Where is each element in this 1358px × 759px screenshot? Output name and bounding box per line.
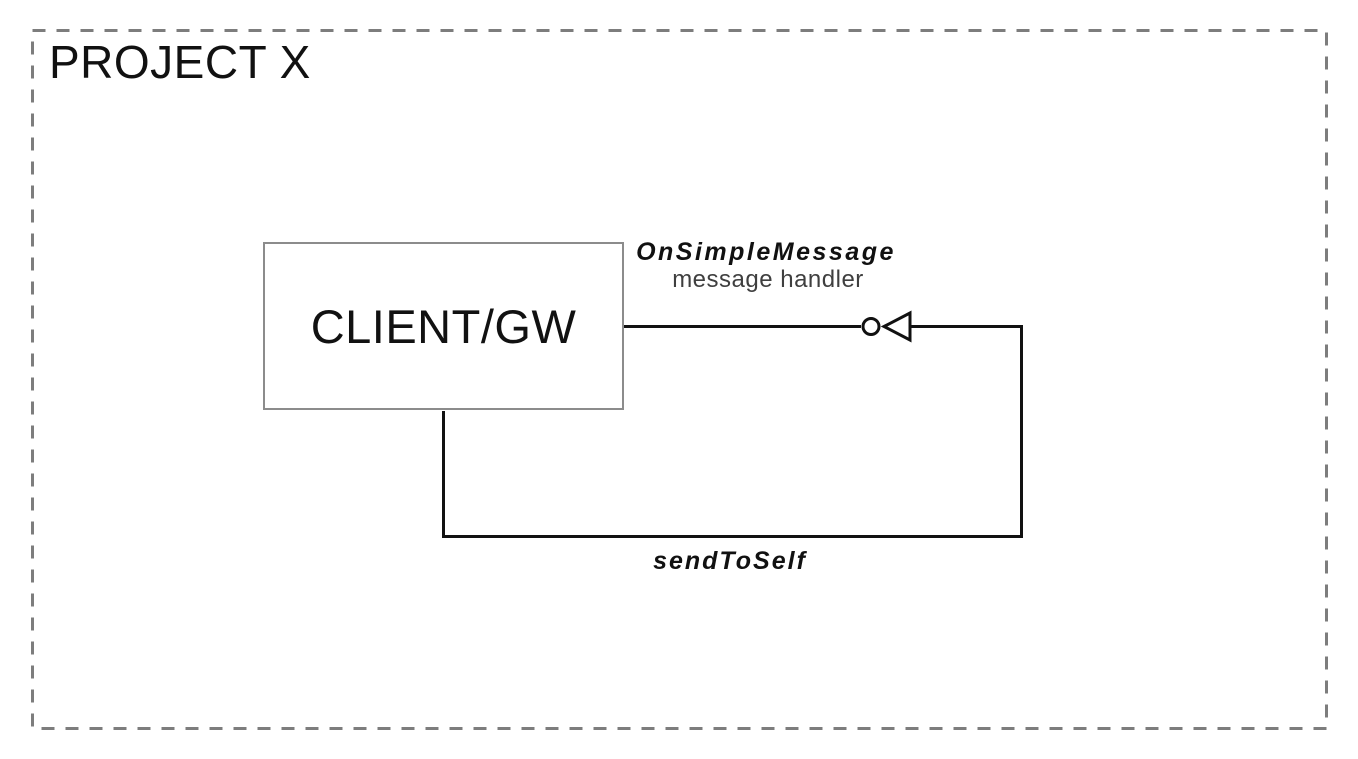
- diagram-frame: [31, 29, 1328, 730]
- self-loop-line: [442, 325, 1023, 538]
- lollipop-circle-icon: [861, 317, 881, 336]
- handler-name-label: OnSimpleMessage: [636, 238, 896, 266]
- node-client-gw-label: CLIENT/GW: [310, 299, 577, 353]
- handler-description-label: message handler: [672, 266, 864, 293]
- node-client-gw: CLIENT/GW: [263, 242, 624, 410]
- diagram-title: PROJECT X: [49, 36, 311, 88]
- arrowhead-open-triangle-icon: [880, 310, 912, 343]
- send-to-self-label: sendToSelf: [653, 547, 807, 575]
